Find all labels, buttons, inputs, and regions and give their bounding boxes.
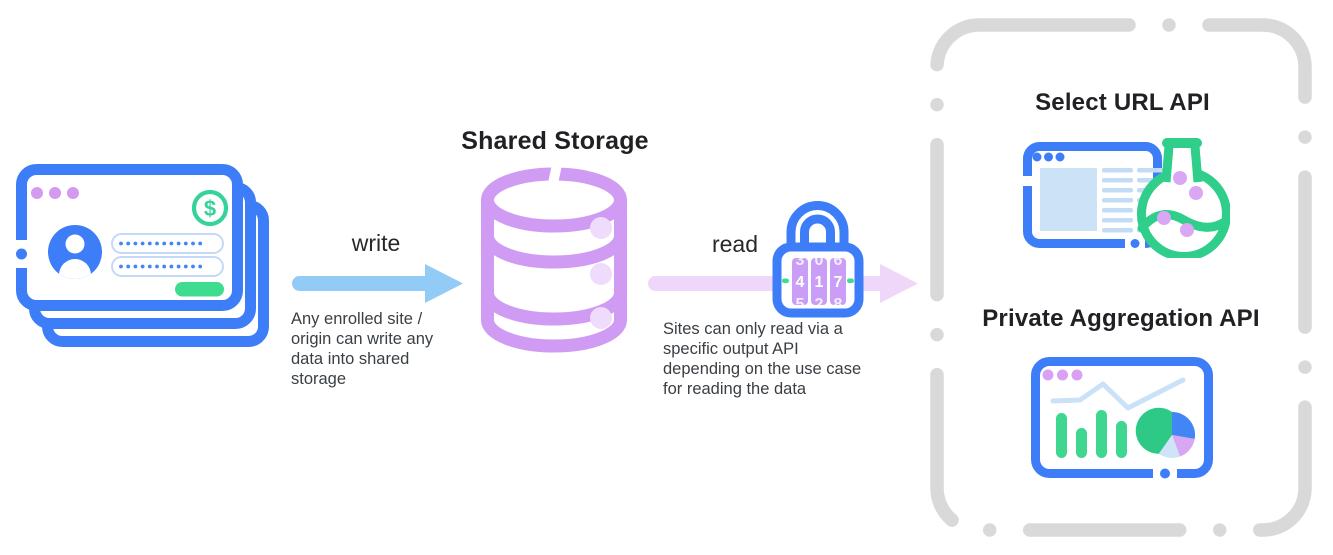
dollar-badge-icon: $ <box>191 189 229 227</box>
svg-text:3: 3 <box>796 252 805 269</box>
write-annotation: Any enrolled site / origin can write any… <box>291 310 434 388</box>
write-arrow <box>292 264 463 303</box>
lock-shackle <box>786 201 849 254</box>
avatar-icon <box>48 225 102 279</box>
frame-accent-dot <box>1160 468 1170 479</box>
flask-icon <box>1137 138 1230 258</box>
svg-text:8: 8 <box>834 296 843 313</box>
database-icon <box>481 166 627 353</box>
shared-storage-title: Shared Storage <box>461 127 649 155</box>
window-control-dots-icon <box>1032 152 1065 162</box>
select-url-api-title: Select URL API <box>1035 89 1210 116</box>
svg-text:7: 7 <box>834 274 843 291</box>
dial-marker-left <box>782 278 789 284</box>
window-control-dots-icon <box>1042 369 1083 381</box>
svg-text:2: 2 <box>815 296 824 313</box>
combination-lock-icon: 4 3 5 1 0 2 7 6 8 <box>772 201 864 318</box>
content-thumbnail <box>1040 168 1097 231</box>
svg-text:$: $ <box>204 196 216 221</box>
password-field <box>111 233 224 254</box>
storage-record-dots <box>590 217 612 329</box>
enrolled-sites-icon: $ <box>16 164 269 347</box>
output-apis-region-border <box>930 18 1312 537</box>
password-field <box>111 256 224 277</box>
frame-accent-dot <box>1130 239 1140 248</box>
lock-dial-wheels: 4 3 5 1 0 2 7 6 8 <box>792 252 846 313</box>
submit-button-icon <box>175 282 224 297</box>
liquid-wave <box>1137 210 1230 233</box>
write-label: write <box>351 230 401 256</box>
window-control-dots-icon <box>31 187 79 199</box>
bar-chart <box>1056 410 1127 458</box>
svg-text:6: 6 <box>834 252 843 269</box>
trend-line-chart <box>1050 377 1186 411</box>
pie-chart <box>1135 407 1196 458</box>
read-annotation: Sites can only read via a specific outpu… <box>663 320 862 398</box>
bubble-dots <box>1157 171 1203 237</box>
frame-accent-dot <box>16 248 27 260</box>
private-aggregation-api-title: Private Aggregation API <box>982 305 1260 332</box>
read-label: read <box>711 231 759 257</box>
svg-text:1: 1 <box>815 274 824 291</box>
dial-marker-right <box>847 278 854 284</box>
private-aggregation-api-icon <box>1031 357 1213 479</box>
svg-text:4: 4 <box>796 274 805 291</box>
svg-text:5: 5 <box>796 296 805 313</box>
select-url-api-icon <box>1022 138 1230 258</box>
svg-text:0: 0 <box>815 252 824 269</box>
